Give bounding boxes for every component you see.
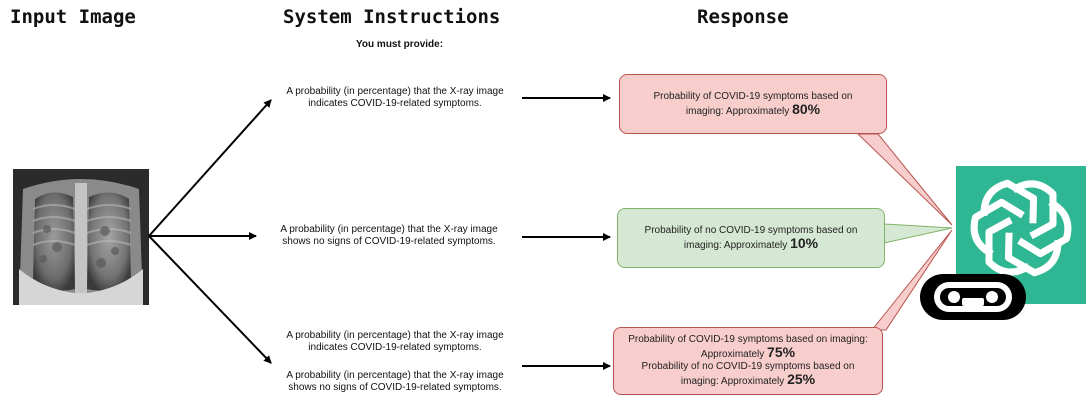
arrow-image-to-instruction-3 [148, 235, 272, 364]
instruction-4-line2: shows no signs of COVID-19-related sympt… [288, 382, 502, 393]
instruction-3-line2: indicates COVID-19-related symptoms. [308, 342, 482, 353]
response-2-line1: Probability of no COVID-19 symptoms base… [644, 225, 858, 236]
instruction-2-line2: shows no signs of COVID-19-related sympt… [282, 236, 496, 247]
arrow-image-to-instruction-1 [148, 99, 272, 237]
instruction-3: A probability (in percentage) that the X… [260, 330, 530, 354]
callout-pointer-1 [856, 133, 953, 226]
response-3a-value: 75% [767, 344, 796, 360]
response-3b-value: 25% [787, 371, 816, 387]
response-box-3: Probability of COVID-19 symptoms based o… [613, 327, 883, 395]
instruction-1-line2: indicates COVID-19-related symptoms. [308, 98, 482, 109]
instruction-3-line1: A probability (in percentage) that the X… [286, 330, 504, 341]
response-box-2: Probability of no COVID-19 symptoms base… [617, 208, 885, 268]
instruction-2-line1: A probability (in percentage) that the X… [280, 224, 498, 235]
response-3a-line1: Probability of COVID-19 symptoms based o… [628, 334, 868, 345]
response-3a-line2: Approximately [700, 349, 765, 360]
response-3b-line2: imaging: Approximately [680, 376, 785, 387]
instruction-1-line1: A probability (in percentage) that the X… [286, 86, 504, 97]
instruction-2: A probability (in percentage) that the X… [254, 224, 524, 248]
response-3b-line1: Probability of no COVID-19 symptoms base… [641, 361, 855, 372]
instructions-subheading: You must provide: [356, 39, 444, 50]
openai-logo-icon [956, 166, 1086, 304]
callout-pointer-2 [883, 223, 953, 244]
input-image-heading: Input Image [10, 6, 136, 28]
instruction-1: A probability (in percentage) that the X… [260, 86, 530, 110]
response-1-line1: Probability of COVID-19 symptoms based o… [653, 91, 853, 102]
response-heading: Response [697, 6, 789, 28]
response-2-value: 10% [790, 235, 819, 251]
instruction-4: A probability (in percentage) that the X… [260, 370, 530, 394]
response-1-line2: imaging: Approximately [685, 106, 790, 117]
response-1-value: 80% [792, 101, 821, 117]
system-instructions-heading: System Instructions [283, 6, 501, 28]
response-2-line2: imaging: Approximately [683, 240, 788, 251]
response-box-1: Probability of COVID-19 symptoms based o… [619, 74, 887, 134]
chest-xray-image [13, 169, 149, 305]
instruction-4-line1: A probability (in percentage) that the X… [286, 370, 504, 381]
